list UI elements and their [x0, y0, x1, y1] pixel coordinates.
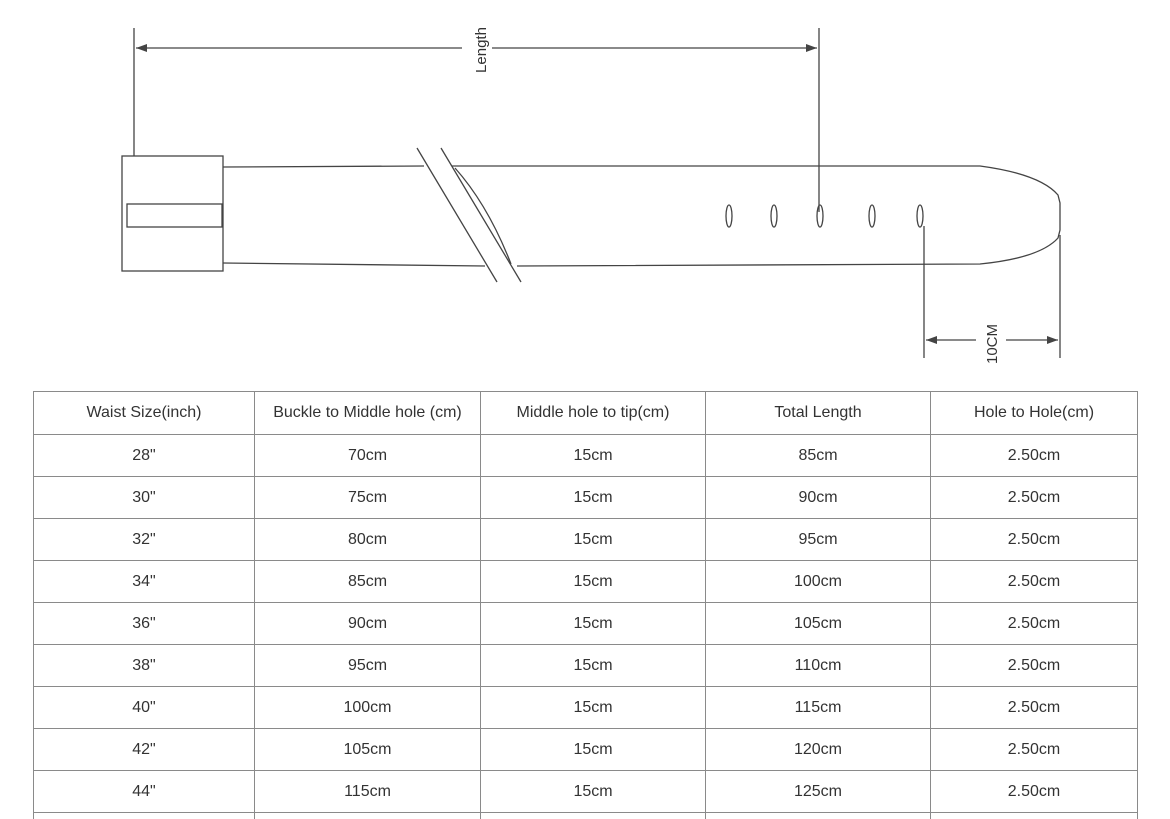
buckle-to-middle-cell: 70cm	[254, 434, 481, 477]
belt-hole	[770, 204, 778, 228]
table-row: 34" 85cm 15cm 100cm 2.50cm	[33, 560, 1138, 603]
belt-hole	[725, 204, 733, 228]
table-row: 44" 115cm 15cm 125cm 2.50cm	[33, 770, 1138, 813]
waist-size-cell: 36"	[33, 602, 255, 645]
empty-cell	[705, 812, 931, 819]
table-header-row: Waist Size(inch) Buckle to Middle hole (…	[33, 391, 1138, 435]
empty-cell	[33, 812, 255, 819]
total-length-cell: 110cm	[705, 644, 931, 687]
total-length-cell: 105cm	[705, 602, 931, 645]
hole-to-hole-cell: 2.50cm	[930, 602, 1138, 645]
hole-to-hole-cell: 2.50cm	[930, 434, 1138, 477]
length-label: Length	[473, 27, 490, 73]
middle-to-tip-cell: 15cm	[480, 518, 706, 561]
total-length-cell: 100cm	[705, 560, 931, 603]
hole-to-hole-cell: 2.50cm	[930, 560, 1138, 603]
middle-to-tip-cell: 15cm	[480, 560, 706, 603]
hole-to-hole-cell: 2.50cm	[930, 686, 1138, 729]
total-length-cell: 125cm	[705, 770, 931, 813]
buckle-slot	[126, 203, 223, 228]
waist-size-cell: 30"	[33, 476, 255, 519]
waist-size-cell: 44"	[33, 770, 255, 813]
buckle-to-middle-cell: 115cm	[254, 770, 481, 813]
middle-to-tip-cell: 15cm	[480, 770, 706, 813]
belt-hole	[916, 204, 924, 228]
waist-size-cell: 32"	[33, 518, 255, 561]
table-row: 32" 80cm 15cm 95cm 2.50cm	[33, 518, 1138, 561]
table-row-partial	[33, 812, 1138, 819]
hole-to-hole-cell: 2.50cm	[930, 644, 1138, 687]
empty-cell	[930, 812, 1138, 819]
hole-to-hole-cell: 2.50cm	[930, 770, 1138, 813]
hole-to-hole-cell: 2.50cm	[930, 476, 1138, 519]
total-length-cell: 95cm	[705, 518, 931, 561]
buckle-to-middle-cell: 90cm	[254, 602, 481, 645]
empty-cell	[254, 812, 481, 819]
belt-break-line-2	[440, 147, 522, 283]
header-total-length: Total Length	[705, 391, 931, 435]
belt-hole	[868, 204, 876, 228]
waist-size-cell: 28"	[33, 434, 255, 477]
middle-to-tip-cell: 15cm	[480, 602, 706, 645]
waist-size-cell: 34"	[33, 560, 255, 603]
belt-hole-middle	[816, 204, 824, 228]
header-waist-size: Waist Size(inch)	[33, 391, 255, 435]
waist-size-cell: 40"	[33, 686, 255, 729]
table-row: 30" 75cm 15cm 90cm 2.50cm	[33, 476, 1138, 519]
header-middle-hole-to-tip: Middle hole to tip(cm)	[480, 391, 706, 435]
table-row: 42" 105cm 15cm 120cm 2.50cm	[33, 728, 1138, 771]
total-length-cell: 115cm	[705, 686, 931, 729]
buckle-to-middle-cell: 95cm	[254, 644, 481, 687]
hole-to-hole-cell: 2.50cm	[930, 728, 1138, 771]
belt-break-edge	[454, 167, 512, 265]
waist-size-cell: 42"	[33, 728, 255, 771]
table-row: 38" 95cm 15cm 110cm 2.50cm	[33, 644, 1138, 687]
belt-strap-right	[452, 165, 1061, 267]
waist-size-cell: 38"	[33, 644, 255, 687]
total-length-cell: 90cm	[705, 476, 931, 519]
total-length-cell: 120cm	[705, 728, 931, 771]
header-buckle-to-middle-hole: Buckle to Middle hole (cm)	[254, 391, 481, 435]
buckle-to-middle-cell: 75cm	[254, 476, 481, 519]
belt-diagram: Length 10CM	[121, 27, 1061, 364]
middle-to-tip-cell: 15cm	[480, 686, 706, 729]
table-row: 28" 70cm 15cm 85cm 2.50cm	[33, 434, 1138, 477]
buckle-to-middle-cell: 85cm	[254, 560, 481, 603]
buckle-to-middle-cell: 80cm	[254, 518, 481, 561]
buckle-to-middle-cell: 105cm	[254, 728, 481, 771]
belt-strap-left	[222, 165, 486, 267]
total-length-cell: 85cm	[705, 434, 931, 477]
tip-length-label: 10CM	[984, 324, 1001, 364]
middle-to-tip-cell: 15cm	[480, 434, 706, 477]
buckle-to-middle-cell: 100cm	[254, 686, 481, 729]
size-chart-table: Waist Size(inch) Buckle to Middle hole (…	[33, 391, 1138, 819]
middle-to-tip-cell: 15cm	[480, 728, 706, 771]
belt-break-line-1	[416, 147, 498, 283]
middle-to-tip-cell: 15cm	[480, 476, 706, 519]
middle-to-tip-cell: 15cm	[480, 644, 706, 687]
table-row: 36" 90cm 15cm 105cm 2.50cm	[33, 602, 1138, 645]
table-row: 40" 100cm 15cm 115cm 2.50cm	[33, 686, 1138, 729]
empty-cell	[480, 812, 706, 819]
header-hole-to-hole: Hole to Hole(cm)	[930, 391, 1138, 435]
hole-to-hole-cell: 2.50cm	[930, 518, 1138, 561]
